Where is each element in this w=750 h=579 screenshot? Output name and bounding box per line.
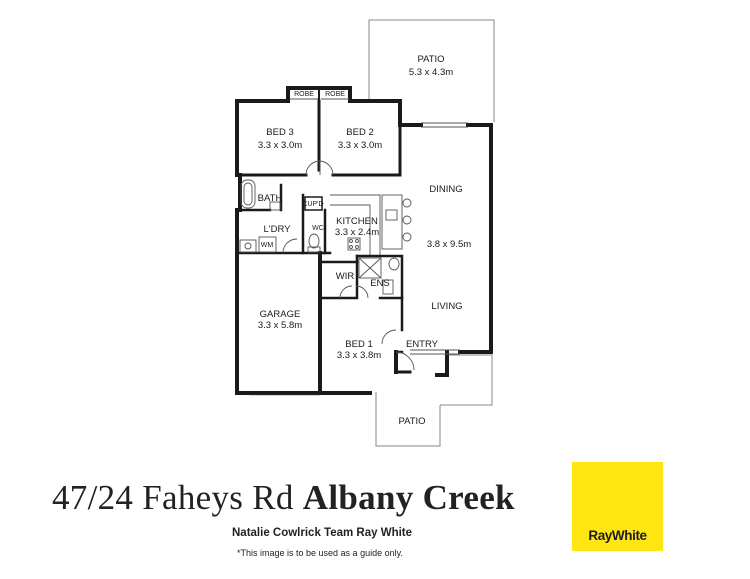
label-bed2-size: 3.3 x 3.0m: [338, 140, 382, 151]
label-cupd: CUP'D: [302, 201, 323, 208]
label-garage-size: 3.3 x 5.8m: [258, 320, 302, 331]
label-bed1: BED 1: [345, 339, 372, 350]
room-labels: PATIO 5.3 x 4.3m ROBE ROBE BED 3 3.3 x 3…: [258, 54, 472, 427]
label-bed3-size: 3.3 x 3.0m: [258, 140, 302, 151]
label-kitchen: KITCHEN: [336, 216, 378, 227]
fixtures: [239, 98, 468, 396]
property-address: 47/24 Faheys Rd Albany Creek: [52, 478, 515, 518]
label-wc: WC: [312, 225, 324, 232]
patio-outlines: [368, 19, 495, 447]
label-garage: GARAGE: [260, 309, 301, 320]
label-patio-bottom: PATIO: [398, 416, 425, 427]
label-wir: WIR: [336, 271, 355, 282]
label-bed2: BED 2: [346, 127, 373, 138]
agent-name: Natalie Cowlrick Team Ray White: [232, 527, 413, 539]
label-ldry: L'DRY: [264, 224, 292, 235]
label-patio-top: PATIO: [417, 54, 444, 65]
label-bed1-size: 3.3 x 3.8m: [337, 350, 381, 361]
label-entry: ENTRY: [406, 339, 439, 350]
label-robe-left: ROBE: [294, 91, 314, 98]
label-robe-right: ROBE: [325, 91, 345, 98]
label-living: LIVING: [431, 301, 462, 312]
label-kitchen-size: 3.3 x 2.4m: [335, 227, 379, 238]
label-bath: BATH: [258, 193, 283, 204]
logo-text: RayWhite: [588, 528, 647, 543]
label-bed3: BED 3: [266, 127, 293, 138]
label-dining: DINING: [429, 184, 462, 195]
label-patio-top-size: 5.3 x 4.3m: [409, 67, 453, 78]
label-wm: WM: [261, 242, 274, 249]
label-ens: ENS: [370, 278, 390, 289]
walls: [235, 86, 493, 395]
suburb: Albany Creek: [302, 478, 515, 517]
label-dining-size: 3.8 x 9.5m: [427, 239, 471, 250]
street-address: 47/24 Faheys Rd: [52, 478, 294, 517]
ray-white-logo: RayWhite: [572, 462, 663, 551]
disclaimer: *This image is to be used as a guide onl…: [237, 548, 403, 558]
